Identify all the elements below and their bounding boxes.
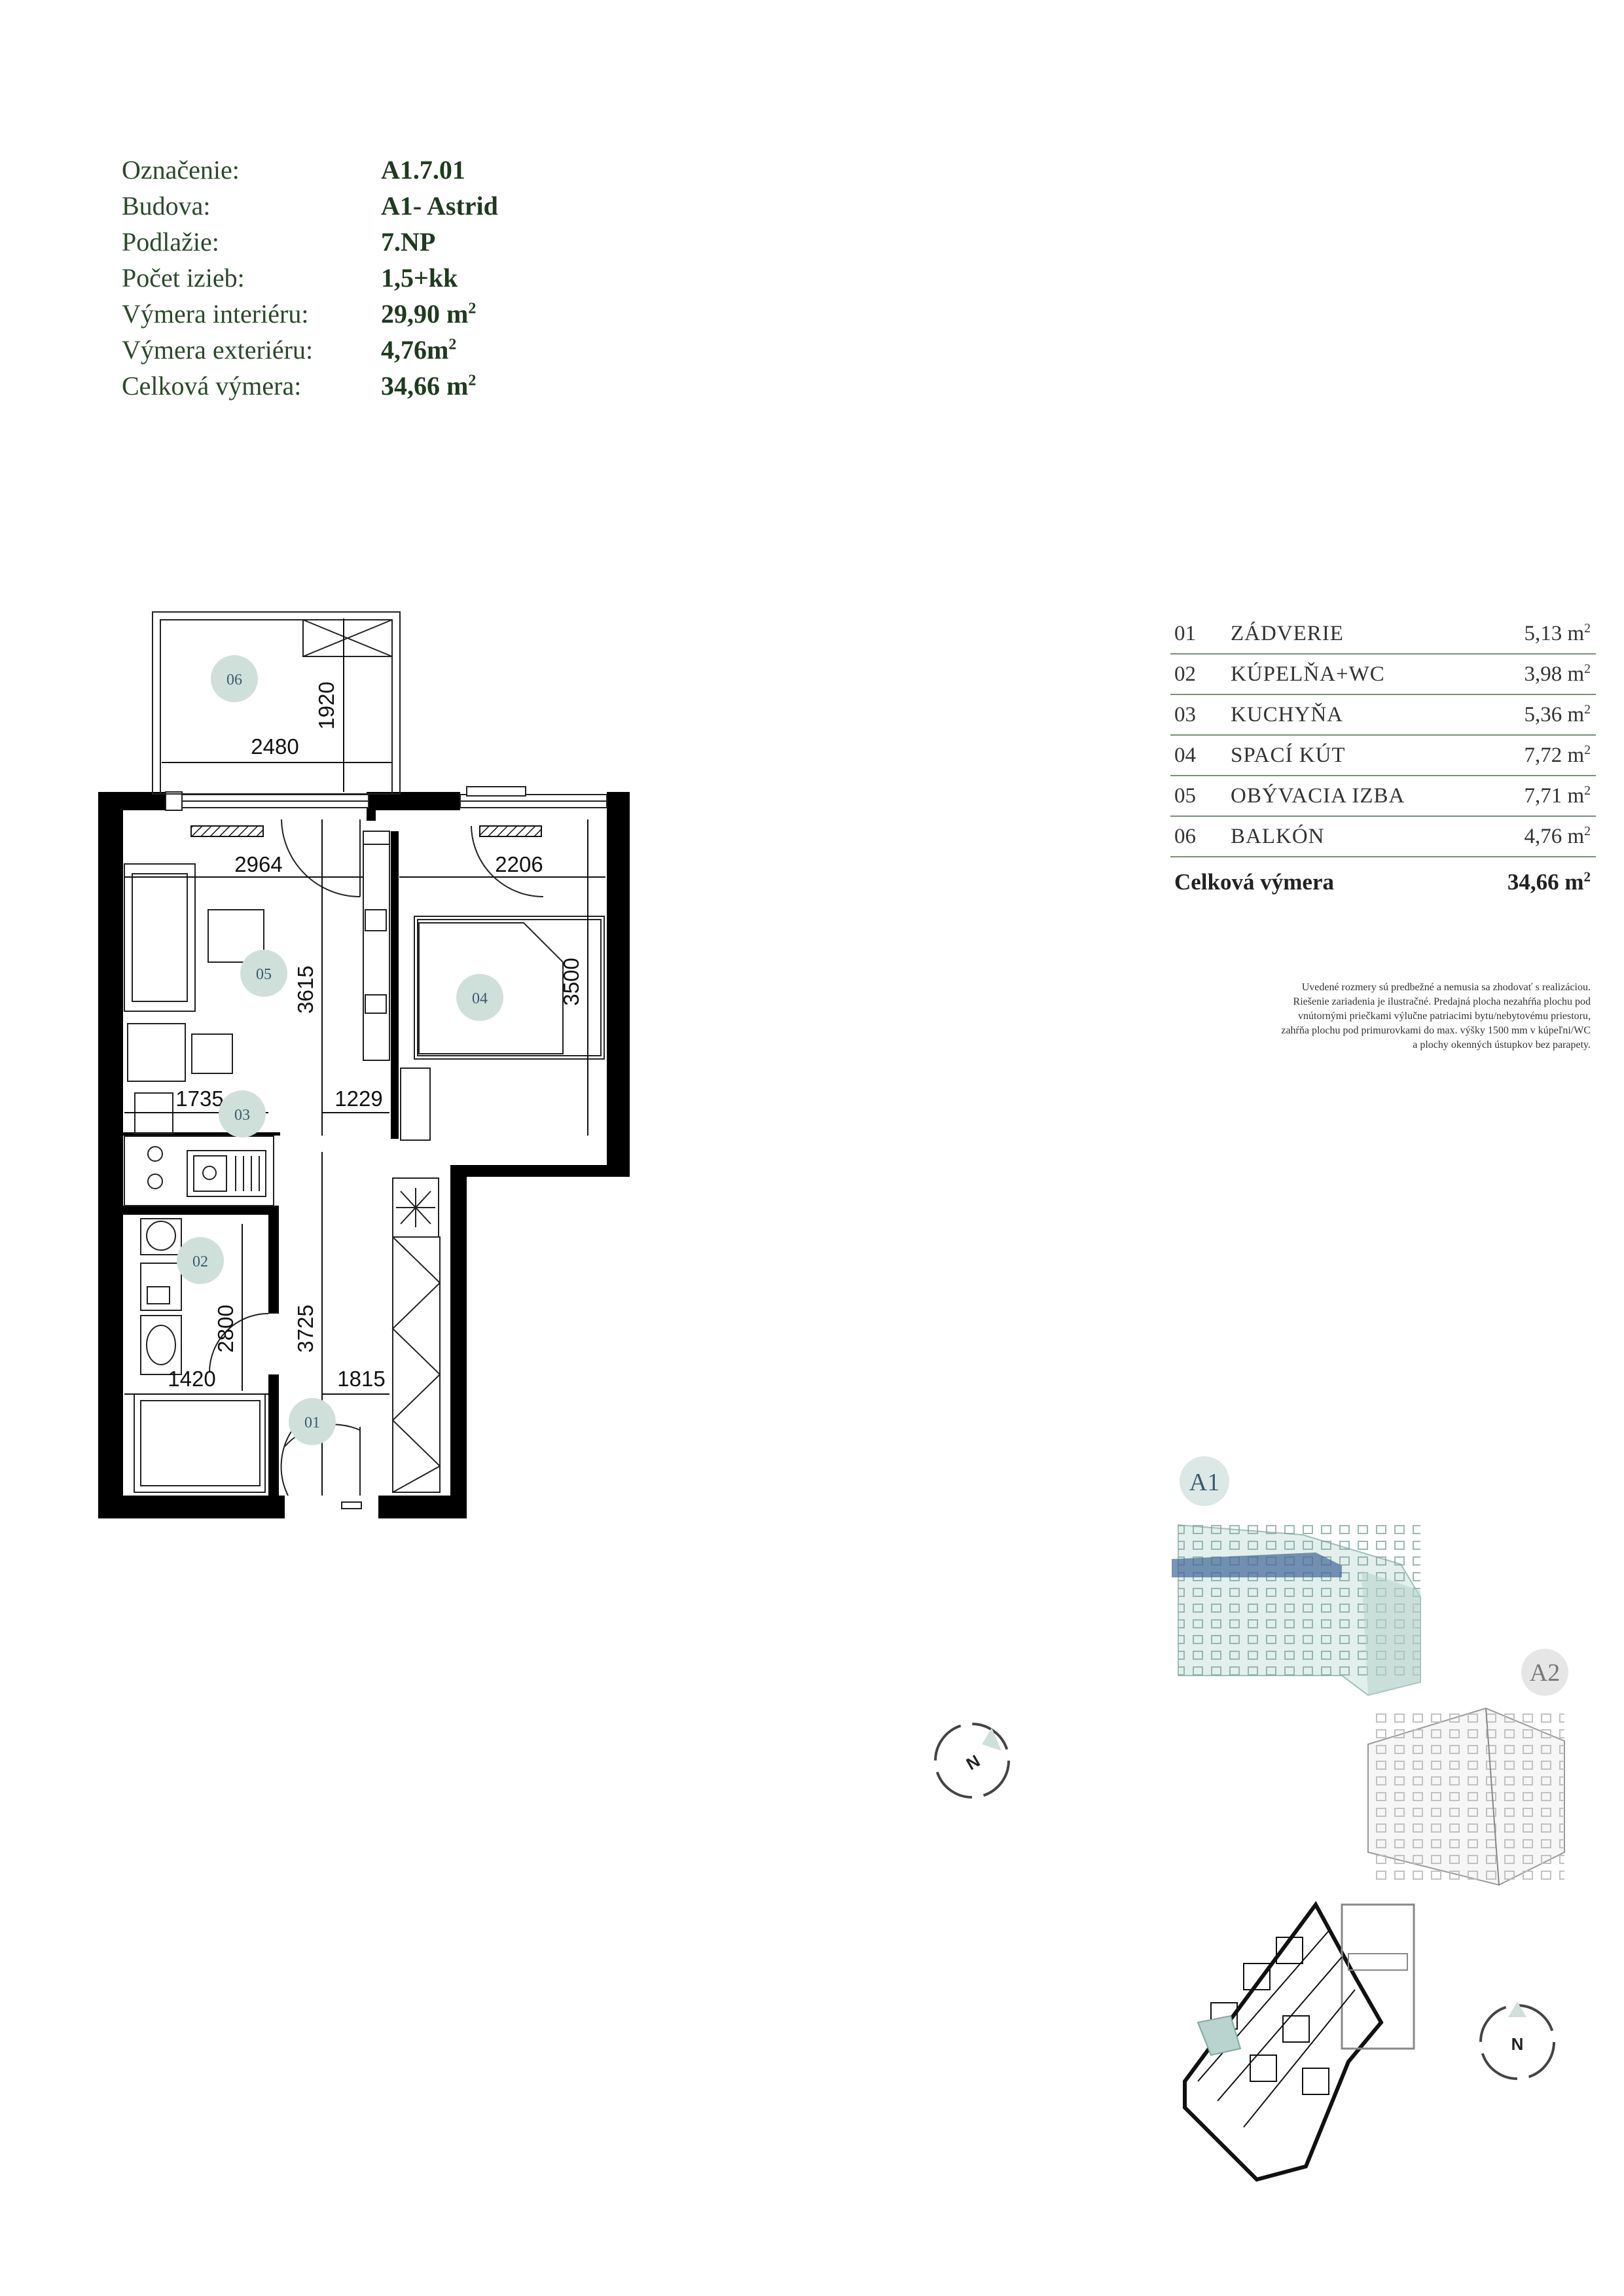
svg-text:N: N xyxy=(1511,2034,1524,2054)
dimension-label: 2480 xyxy=(251,734,298,759)
dimension-label: 1920 xyxy=(314,681,338,729)
room-name: KÚPELŇA+WC xyxy=(1231,662,1385,686)
balcony xyxy=(152,611,401,795)
floor-plan: 2480 1920 2964 2206 3615 3500 1735 1229 … xyxy=(98,611,630,1518)
room-number: 02 xyxy=(1174,662,1196,686)
dimension-label: 3615 xyxy=(293,965,317,1013)
room-area: 3,98 m2 xyxy=(1524,662,1591,686)
dimension-label: 2206 xyxy=(495,852,543,876)
nightstand xyxy=(400,1067,431,1141)
room-row: 02 KÚPELŇA+WC 3,98 m2 xyxy=(1170,655,1596,695)
room-name: OBÝVACIA IZBA xyxy=(1231,784,1405,808)
compass-icon: N xyxy=(1479,2001,1555,2080)
site-plan xyxy=(1183,1901,1415,2182)
info-value: A1.7.01 xyxy=(381,155,465,185)
room-labels: 06 05 04 03 02 01 xyxy=(177,655,503,1445)
compass-icon: N xyxy=(934,1723,1010,1799)
interior-walls xyxy=(123,792,399,1499)
dimension-label: 1420 xyxy=(168,1367,215,1391)
info-value: 1,5+kk xyxy=(381,263,458,293)
room-label-02: 02 xyxy=(192,1253,208,1270)
dimension-label: 1815 xyxy=(337,1367,385,1391)
info-label: Celková výmera: xyxy=(122,371,302,401)
info-value: A1- Astrid xyxy=(381,191,498,221)
room-number: 04 xyxy=(1174,744,1196,767)
room-label-01: 01 xyxy=(304,1414,320,1431)
note-line: Uvedené rozmery sú predbežné a nemusia s… xyxy=(1301,982,1591,993)
building-a1-label: A1 xyxy=(1189,1469,1219,1496)
building-a2-label: A2 xyxy=(1530,1659,1560,1687)
room-area: 5,13 m2 xyxy=(1524,621,1591,645)
room-area: 7,71 m2 xyxy=(1524,783,1591,808)
radiator xyxy=(190,825,264,837)
room-name: KUCHYŇA xyxy=(1231,703,1343,726)
room-row: 04 SPACÍ KÚT 7,72 m2 xyxy=(1170,736,1596,776)
dimension-label: 1735 xyxy=(175,1086,223,1111)
dimension-label: 2800 xyxy=(213,1304,238,1352)
room-area: 7,72 m2 xyxy=(1524,743,1591,767)
room-area: 4,76 m2 xyxy=(1524,824,1591,848)
bed xyxy=(414,916,605,1060)
note-line: vnútornými priečkami výlučne patriacimi … xyxy=(1298,1011,1591,1022)
dimension-label: 2964 xyxy=(234,852,282,876)
info-label: Podlažie: xyxy=(122,227,219,257)
chair xyxy=(191,1033,233,1074)
dimension-labels: 2480 1920 2964 2206 3615 3500 1735 1229 … xyxy=(168,681,583,1391)
room-name: ZÁDVERIE xyxy=(1231,622,1344,645)
note-line: a plochy okenných ústupkov bez parapety. xyxy=(1413,1039,1591,1050)
info-value: 34,66 m2 xyxy=(381,371,477,401)
bathtub xyxy=(134,1393,266,1493)
room-label-05: 05 xyxy=(256,966,272,983)
info-label: Budova: xyxy=(122,191,211,221)
kitchen-counter xyxy=(124,1136,274,1206)
svg-text:N: N xyxy=(963,1751,983,1774)
note-line: Riešenie zariadenia je ilustračné. Preda… xyxy=(1293,996,1591,1007)
room-number: 01 xyxy=(1174,622,1196,645)
info-value: 7.NP xyxy=(381,227,436,257)
info-label: Výmera interiéru: xyxy=(122,299,309,329)
total-row: Celková výmera 34,66 m2 xyxy=(1170,857,1596,907)
room-table: 01 ZÁDVERIE 5,13 m2 02 KÚPELŇA+WC 3,98 m… xyxy=(1170,614,1596,907)
room-row: 06 BALKÓN 4,76 m2 xyxy=(1170,817,1596,857)
table xyxy=(127,1023,186,1082)
room-label-06: 06 xyxy=(226,672,242,689)
room-number: 03 xyxy=(1174,703,1196,726)
radiator xyxy=(479,825,542,837)
room-row: 03 KUCHYŇA 5,36 m2 xyxy=(1170,695,1596,736)
dimension-lines xyxy=(124,619,605,1496)
sofa xyxy=(124,863,196,1012)
building-a2-illustration: A2 xyxy=(1367,1649,1568,1886)
furniture xyxy=(124,819,605,1509)
info-value: 4,76m2 xyxy=(381,335,457,365)
room-label-03: 03 xyxy=(234,1107,250,1124)
room-row: 01 ZÁDVERIE 5,13 m2 xyxy=(1170,614,1596,655)
room-name: BALKÓN xyxy=(1231,825,1325,848)
room-area: 5,36 m2 xyxy=(1524,702,1591,726)
room-label-04: 04 xyxy=(472,990,488,1007)
building-a1-illustration: A1 xyxy=(1172,1456,1421,1696)
info-label: Označenie: xyxy=(122,155,240,185)
room-number: 05 xyxy=(1174,784,1196,808)
info-label: Počet izieb: xyxy=(122,263,245,293)
room-number: 06 xyxy=(1174,825,1196,848)
info-value: 29,90 m2 xyxy=(381,299,477,329)
disclaimer-note: Uvedené rozmery sú predbežné a nemusia s… xyxy=(1152,980,1591,1052)
info-label: Výmera exteriéru: xyxy=(122,335,314,365)
note-line: zahŕňa plochu pod primurovkami do max. v… xyxy=(1281,1025,1591,1036)
coffee-table xyxy=(208,909,264,963)
dimension-label: 1229 xyxy=(334,1086,382,1111)
total-label: Celková výmera xyxy=(1174,869,1334,895)
room-row: 05 OBÝVACIA IZBA 7,71 m2 xyxy=(1170,776,1596,817)
room-name: SPACÍ KÚT xyxy=(1231,744,1346,767)
outer-walls xyxy=(98,792,630,1518)
dimension-label: 3725 xyxy=(293,1304,317,1352)
dimension-label: 3500 xyxy=(559,958,583,1005)
total-value: 34,66 m2 xyxy=(1507,869,1591,895)
